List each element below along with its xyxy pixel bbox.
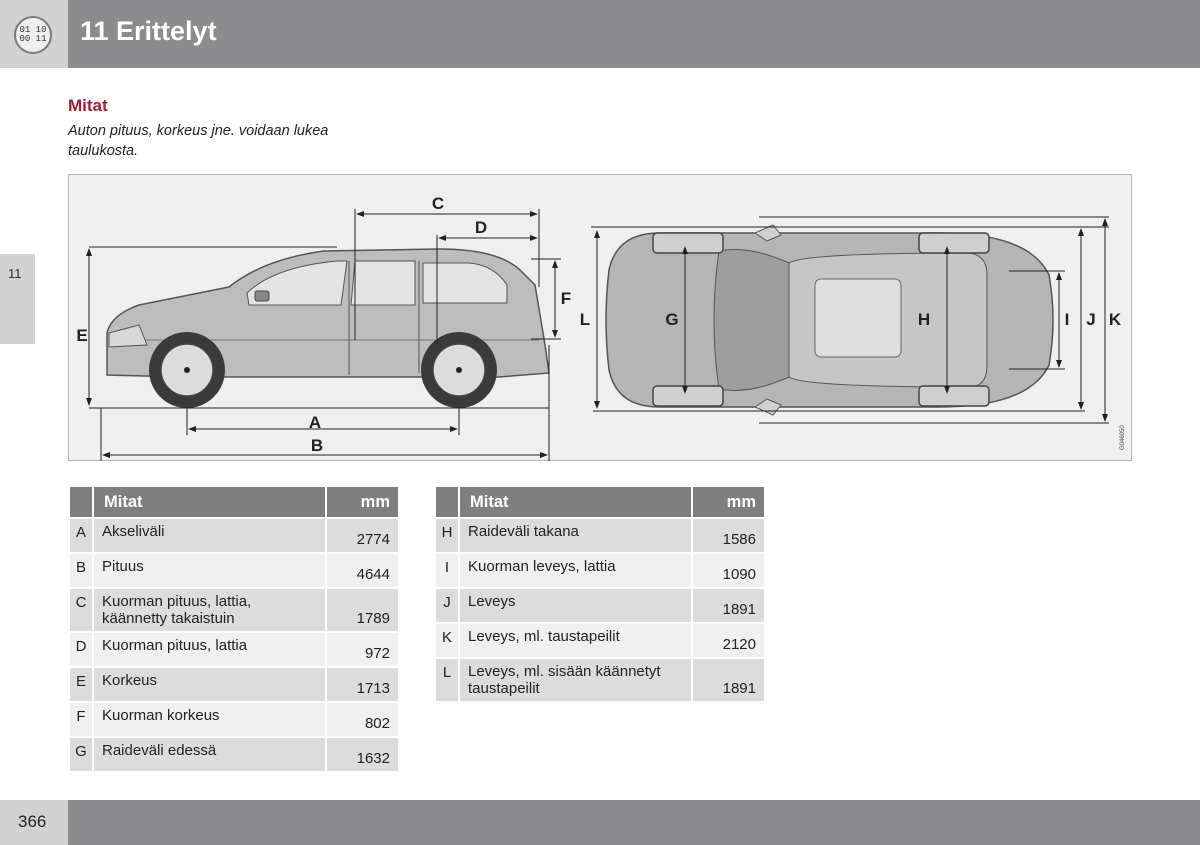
row-code: A xyxy=(70,519,92,552)
chapter-title: 11 Erittelyt xyxy=(80,16,217,46)
dim-label-c: C xyxy=(432,194,444,213)
row-name: Leveys, ml. sisään käännetyt taustapeili… xyxy=(460,659,691,701)
car-dimensions-diagram: C D E F A B L G H I J K G046050 xyxy=(76,194,1126,461)
table-row: I Kuorman leveys, lattia 1090 xyxy=(436,554,764,587)
row-code: E xyxy=(70,668,92,701)
table-header-code xyxy=(436,487,458,517)
row-value: 2120 xyxy=(693,624,764,657)
row-code: K xyxy=(436,624,458,657)
car-side-view xyxy=(106,248,550,408)
table-header-row: Mitat mm xyxy=(436,487,764,517)
row-name: Kuorman korkeus xyxy=(94,703,325,736)
row-value: 972 xyxy=(327,633,398,666)
row-value: 1789 xyxy=(327,589,398,631)
dim-label-g: G xyxy=(665,310,678,329)
chapter-side-tab: 11 xyxy=(0,254,35,344)
dimensions-table-right: Mitat mm H Raideväli takana 1586 I Kuorm… xyxy=(434,485,766,703)
section-intro: Auton pituus, korkeus jne. voidaan lukea… xyxy=(68,123,329,159)
dim-label-b: B xyxy=(311,436,323,455)
row-code: L xyxy=(436,659,458,701)
row-code: G xyxy=(70,738,92,771)
table-header-unit: mm xyxy=(327,487,398,517)
dim-label-l: L xyxy=(580,310,590,329)
row-name: Akseliväli xyxy=(94,519,325,552)
chapter-icon: 01 10 00 11 xyxy=(14,16,52,54)
table-row: K Leveys, ml. taustapeilit 2120 xyxy=(436,624,764,657)
row-code: D xyxy=(70,633,92,666)
row-value: 4644 xyxy=(327,554,398,587)
table-header-code xyxy=(70,487,92,517)
row-code: C xyxy=(70,589,92,631)
page-footer-tab xyxy=(0,800,68,845)
row-code: F xyxy=(70,703,92,736)
row-name: Raideväli takana xyxy=(460,519,691,552)
side-dimension-lines xyxy=(86,209,561,461)
row-name: Raideväli edessä xyxy=(94,738,325,771)
row-value: 1586 xyxy=(693,519,764,552)
table-header-name: Mitat xyxy=(460,487,691,517)
chapter-header xyxy=(0,0,1200,68)
row-code: B xyxy=(70,554,92,587)
chapter-header-tab: 01 10 00 11 xyxy=(0,0,68,68)
dimension-figure: C D E F A B L G H I J K G046050 xyxy=(68,174,1132,461)
table-header-unit: mm xyxy=(693,487,764,517)
table-row: B Pituus 4644 xyxy=(70,554,398,587)
section-title: Mitat xyxy=(68,96,108,115)
row-value: 1632 xyxy=(327,738,398,771)
dim-label-j: J xyxy=(1086,310,1095,329)
car-top-view xyxy=(605,224,1054,416)
dim-label-a: A xyxy=(309,413,321,432)
chapter-icon-line: 01 10 xyxy=(19,25,47,35)
table-row: H Raideväli takana 1586 xyxy=(436,519,764,552)
dim-label-k: K xyxy=(1109,310,1122,329)
table-row: D Kuorman pituus, lattia 972 xyxy=(70,633,398,666)
row-name: Leveys, ml. taustapeilit xyxy=(460,624,691,657)
dim-label-f: F xyxy=(561,289,571,308)
row-value: 1891 xyxy=(693,589,764,622)
dim-label-i: I xyxy=(1065,310,1070,329)
row-name: Korkeus xyxy=(94,668,325,701)
table-row: F Kuorman korkeus 802 xyxy=(70,703,398,736)
page-footer xyxy=(0,800,1200,845)
row-name: Kuorman pituus, lattia, käännetty takais… xyxy=(94,589,325,631)
row-code: J xyxy=(436,589,458,622)
table-header-name: Mitat xyxy=(94,487,325,517)
table-row: J Leveys 1891 xyxy=(436,589,764,622)
table-header-row: Mitat mm xyxy=(70,487,398,517)
dim-label-e: E xyxy=(76,326,87,345)
dim-label-d: D xyxy=(475,218,487,237)
table-row: G Raideväli edessä 1632 xyxy=(70,738,398,771)
figure-code: G046050 xyxy=(1120,425,1126,450)
row-value: 802 xyxy=(327,703,398,736)
table-row: E Korkeus 1713 xyxy=(70,668,398,701)
row-value: 1090 xyxy=(693,554,764,587)
row-name: Kuorman leveys, lattia xyxy=(460,554,691,587)
chapter-icon-line: 00 11 xyxy=(19,34,47,44)
row-code: H xyxy=(436,519,458,552)
row-code: I xyxy=(436,554,458,587)
row-name: Kuorman pituus, lattia xyxy=(94,633,325,666)
row-value: 1891 xyxy=(693,659,764,701)
page-number: 366 xyxy=(18,812,47,831)
table-row: C Kuorman pituus, lattia, käännetty taka… xyxy=(70,589,398,631)
row-name: Pituus xyxy=(94,554,325,587)
table-row: L Leveys, ml. sisään käännetyt taustapei… xyxy=(436,659,764,701)
row-name: Leveys xyxy=(460,589,691,622)
row-value: 1713 xyxy=(327,668,398,701)
table-row: A Akseliväli 2774 xyxy=(70,519,398,552)
dimensions-table-left: Mitat mm A Akseliväli 2774 B Pituus 4644… xyxy=(68,485,400,773)
top-dimension-lines xyxy=(591,216,1109,424)
dim-label-h: H xyxy=(918,310,930,329)
chapter-side-tab-label: 11 xyxy=(8,266,22,281)
row-value: 2774 xyxy=(327,519,398,552)
